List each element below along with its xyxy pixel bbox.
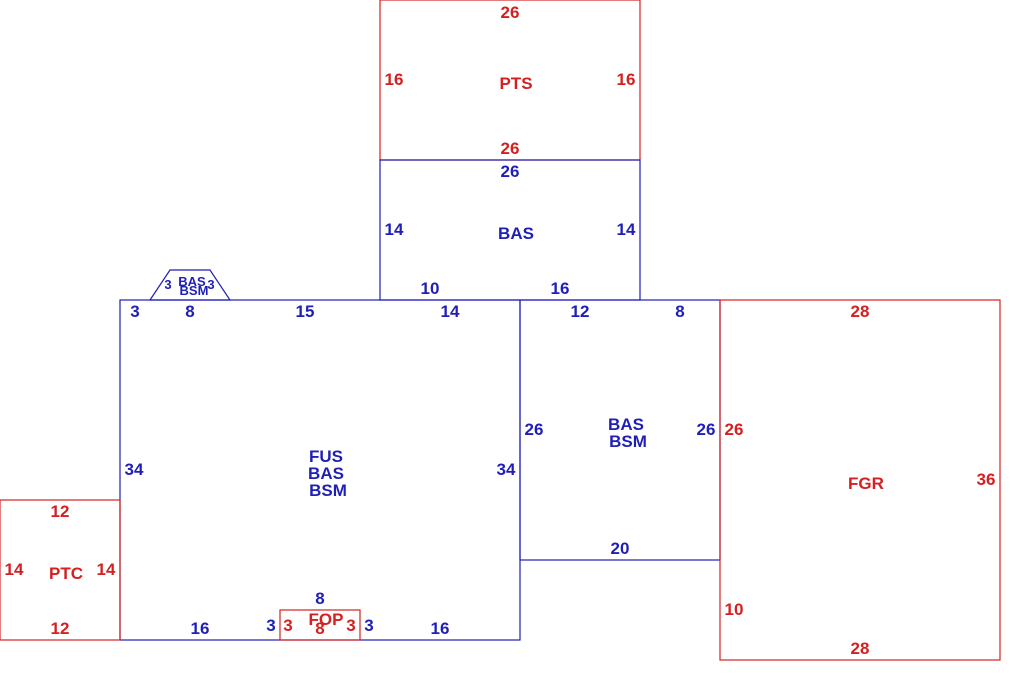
- mid-left-dim: 26: [525, 420, 544, 439]
- fgr-left-dim-a: 26: [725, 420, 744, 439]
- fgr-right-dim: 36: [977, 470, 996, 489]
- main-label-fus: FUS: [309, 447, 343, 466]
- bas-top-top-dim: 26: [501, 162, 520, 181]
- fop-area-outline: [279, 609, 361, 641]
- ptc-right-dim: 14: [97, 560, 116, 579]
- fop-right-dim: 3: [346, 616, 355, 635]
- fgr-area-outline: [719, 299, 1001, 661]
- bay-label-bsm: BSM: [180, 283, 209, 298]
- mid-label-bsm: BSM: [609, 432, 647, 451]
- bas-top-left-dim: 14: [385, 220, 404, 239]
- pts-label: PTS: [499, 74, 532, 93]
- pts-top-dim: 26: [501, 3, 520, 22]
- main-left-dim: 34: [125, 460, 144, 479]
- mid-top-dim-a: 12: [571, 302, 590, 321]
- ptc-bottom-dim: 12: [51, 619, 70, 638]
- bas-top-bottom-dim-a: 10: [421, 279, 440, 298]
- bas-top-bottom-dim-b: 16: [551, 279, 570, 298]
- ptc-top-dim: 12: [51, 502, 70, 521]
- fgr-left-dim-b: 10: [725, 600, 744, 619]
- fop-left-dim: 3: [283, 616, 292, 635]
- fgr-label: FGR: [848, 474, 884, 493]
- fgr-bottom-dim: 28: [851, 639, 870, 658]
- bas-top-label: BAS: [498, 224, 534, 243]
- ptc-left-dim: 14: [5, 560, 24, 579]
- mid-top-dim-b: 8: [675, 302, 684, 321]
- main-label-bas: BAS: [308, 464, 344, 483]
- mid-label-bas: BAS: [608, 415, 644, 434]
- main-label-bsm: BSM: [309, 481, 347, 500]
- mid-right-dim: 26: [697, 420, 716, 439]
- bay-side-dim-a: 3: [164, 277, 171, 292]
- pts-right-dim: 16: [617, 70, 636, 89]
- bay-label-bas: BAS: [178, 274, 206, 289]
- main-top-dim-c: 15: [296, 302, 315, 321]
- bay-side-dim-b: 3: [207, 277, 214, 292]
- fop-top-dim: 8: [315, 589, 324, 608]
- main-top-dim-a: 3: [130, 302, 139, 321]
- ptc-label: PTC: [49, 564, 83, 583]
- bas-top-right-dim: 14: [617, 220, 636, 239]
- fop-bottom-dim: 8: [315, 619, 324, 638]
- main-bottom-dim-c: 3: [364, 616, 373, 635]
- fgr-top-dim: 28: [851, 302, 870, 321]
- main-top-dim-b: 8: [185, 302, 194, 321]
- mid-bottom-dim: 20: [611, 539, 630, 558]
- bay-area-outline: [148, 269, 232, 301]
- pts-bottom-dim: 26: [501, 139, 520, 158]
- pts-left-dim: 16: [385, 70, 404, 89]
- ptc-area-outline: [0, 499, 121, 641]
- main-bottom-dim-b: 3: [266, 616, 275, 635]
- main-top-dim-d: 14: [441, 302, 460, 321]
- main-right-dim: 34: [497, 460, 516, 479]
- fop-label: FOP: [309, 610, 344, 629]
- main-bottom-dim-a: 16: [191, 619, 210, 638]
- main-bottom-dim-d: 16: [431, 619, 450, 638]
